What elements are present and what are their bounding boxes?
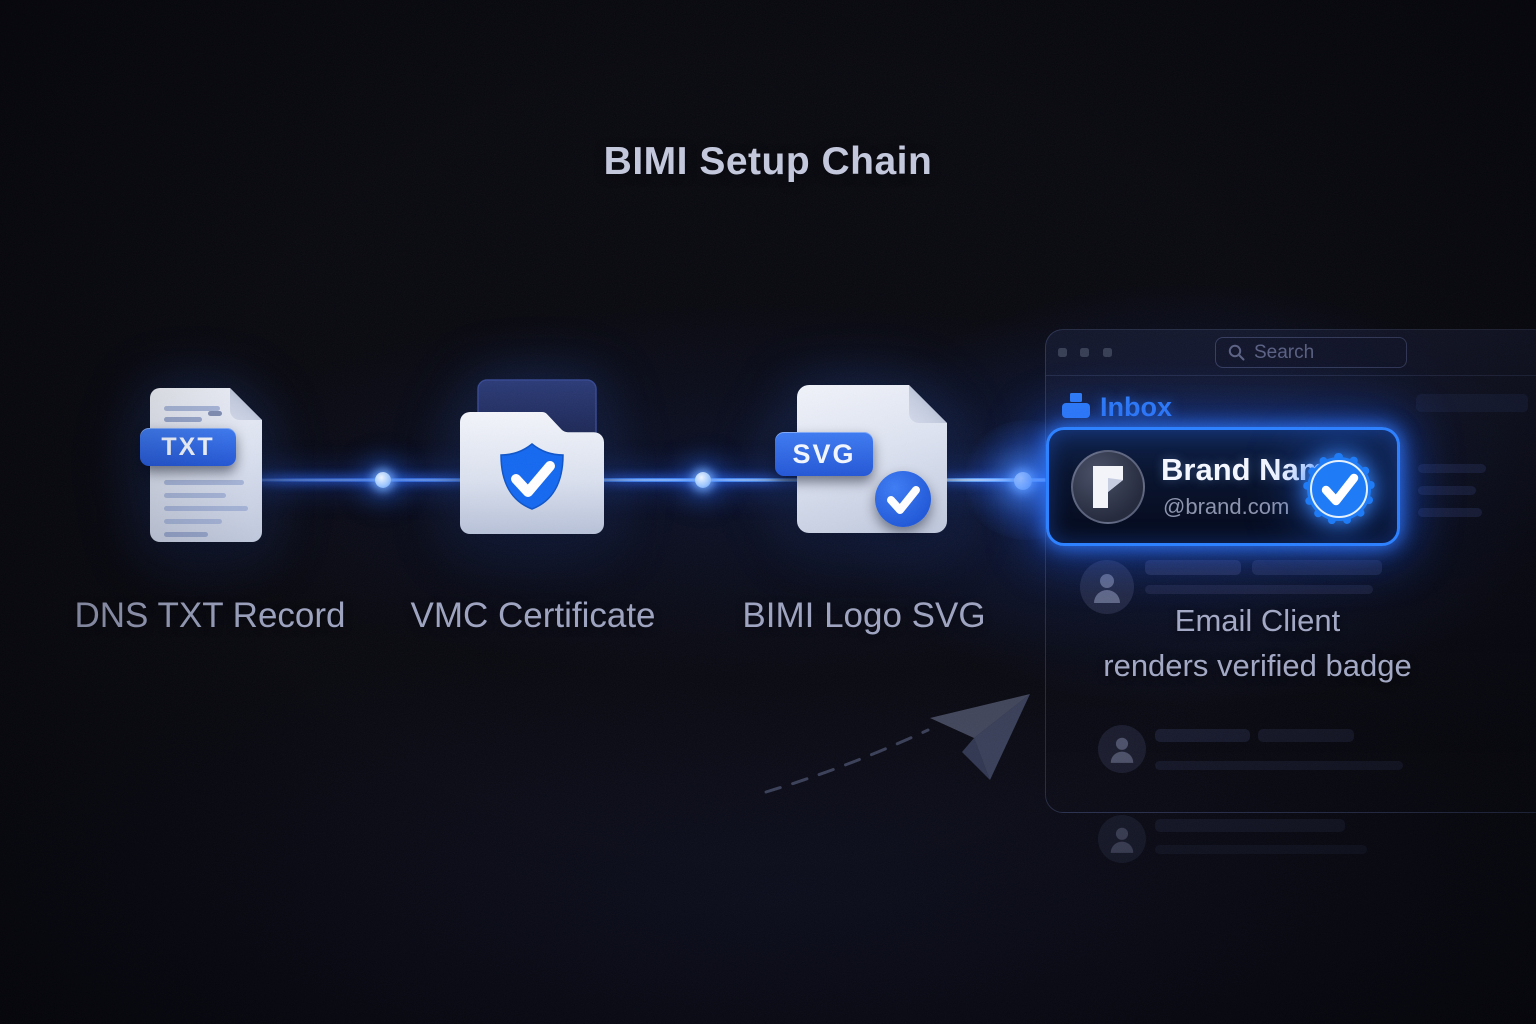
svg-file-badge: SVG	[775, 432, 873, 476]
page-title: BIMI Setup Chain	[603, 140, 933, 183]
paper-plane-decoration	[764, 694, 1030, 794]
placeholder-line	[1252, 560, 1382, 575]
placeholder-line	[1145, 585, 1373, 594]
step-label-dns-txt-record: DNS TXT Record	[74, 596, 346, 635]
inbox-label: Inbox	[1100, 392, 1172, 422]
search-icon	[1228, 344, 1245, 361]
placeholder-line	[1418, 508, 1482, 517]
document-fold	[909, 385, 947, 423]
dashed-trail	[764, 728, 930, 794]
verified-check-mark	[1321, 473, 1359, 506]
txt-file-badge: TXT	[140, 428, 236, 466]
avatar-placeholder	[1098, 815, 1146, 863]
inbox-icon	[1062, 393, 1090, 418]
placeholder-line	[1258, 729, 1354, 742]
window-control-3	[1103, 348, 1112, 357]
caption-line-2: renders verified badge	[1103, 648, 1412, 683]
avatar-placeholder	[1098, 725, 1146, 773]
check-mark	[887, 486, 920, 514]
window-control-1	[1058, 348, 1067, 357]
placeholder-pill	[1416, 394, 1528, 412]
folder-shield-check-icon	[452, 366, 612, 546]
placeholder-line	[1155, 729, 1250, 742]
placeholder-line	[1145, 560, 1241, 575]
placeholder-line	[1155, 819, 1345, 832]
person-icon	[1110, 827, 1134, 853]
window-control-2	[1080, 348, 1089, 357]
step-label-bimi-logo-svg: BIMI Logo SVG	[742, 596, 986, 635]
person-icon	[1110, 737, 1134, 763]
document-fold	[230, 388, 262, 420]
sender-address: @brand.com	[1163, 494, 1290, 519]
txt-document-icon: TXT	[140, 388, 262, 542]
check-circle-icon	[875, 471, 931, 527]
placeholder-line	[1418, 464, 1486, 473]
window-toolbar-divider	[1046, 375, 1536, 376]
placeholder-line	[1155, 845, 1367, 854]
search-input: Search	[1215, 337, 1407, 368]
placeholder-line	[1418, 486, 1476, 495]
caption-line-1: Email Client	[1174, 603, 1341, 638]
verified-email-row: Brand Name @brand.com	[1046, 427, 1400, 546]
search-placeholder: Search	[1254, 341, 1315, 363]
brand-avatar	[1071, 450, 1145, 524]
placeholder-line	[1155, 761, 1403, 770]
chain-node-1	[375, 472, 391, 488]
chain-node-2	[695, 472, 711, 488]
step-label-vmc-certificate: VMC Certificate	[410, 596, 656, 635]
step-label-email-client: Email Client renders verified badge	[1025, 598, 1490, 688]
paper-plane-icon	[930, 694, 1030, 780]
brand-logo-icon	[1093, 466, 1123, 508]
verified-badge-icon	[1299, 449, 1379, 529]
svg-document-check-icon: SVG	[775, 385, 947, 533]
